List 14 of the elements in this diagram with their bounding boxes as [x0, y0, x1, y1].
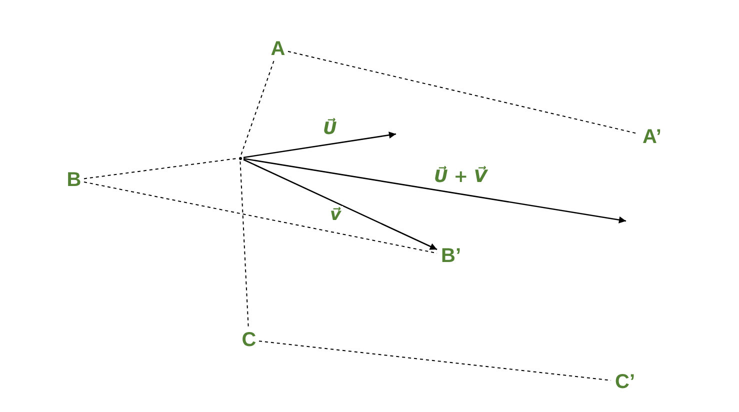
point-label: B’ [439, 246, 463, 266]
point-label: C [241, 330, 257, 350]
point-label: A’ [640, 127, 664, 147]
dashed-line [240, 60, 274, 155]
vector-arrow [243, 158, 626, 224]
vector-arrow [243, 159, 438, 250]
dashed-line [84, 158, 237, 180]
point-label: B [66, 170, 82, 190]
point-label: A [270, 39, 286, 59]
origin-point [238, 156, 242, 160]
point-label: C’ [613, 372, 637, 392]
dashed-line [288, 50, 638, 134]
dashed-line [240, 161, 249, 328]
vector-arrow [243, 132, 396, 158]
